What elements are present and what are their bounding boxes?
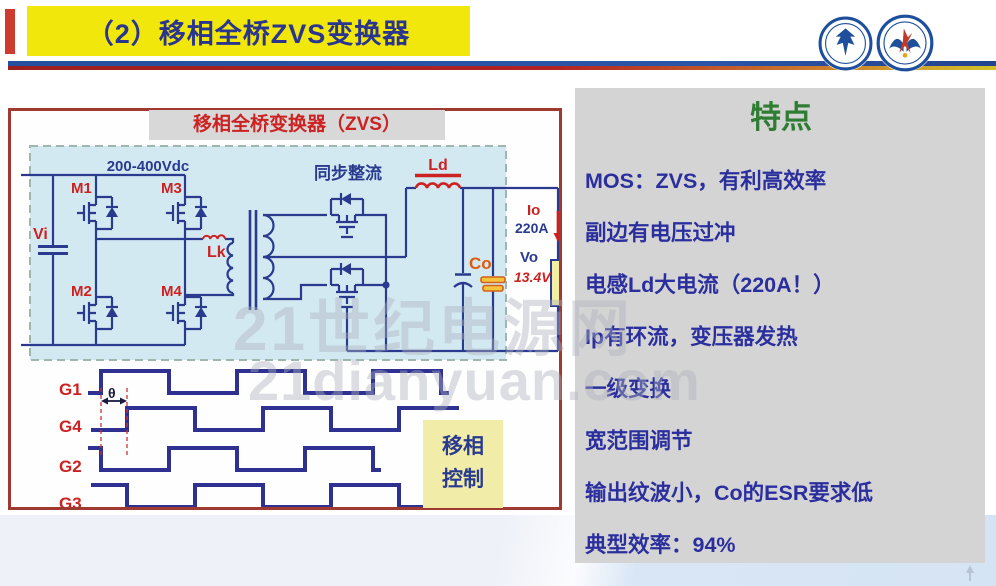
primary-bridge-wires	[21, 173, 235, 347]
vo-label: Vo	[520, 249, 538, 266]
g1-waveform	[88, 369, 449, 395]
load-resistor	[550, 259, 559, 307]
g3-waveform	[91, 483, 423, 507]
co-label: Co	[469, 254, 492, 273]
g3-label: G3	[59, 494, 82, 507]
feature-item: Ip有环流，变压器发热	[585, 325, 798, 349]
feature-item: 副边有电压过冲	[585, 221, 736, 245]
feature-item: 电感Ld大电流（220A！）	[585, 273, 835, 297]
junction-dot	[382, 281, 390, 289]
vi-label: Vi	[33, 226, 48, 243]
feature-item: 宽范围调节	[585, 429, 693, 453]
m4-label: M4	[161, 283, 182, 300]
io-value-label: 220A	[515, 220, 548, 236]
m3-label: M3	[161, 180, 182, 197]
io-current-arrow	[553, 211, 559, 242]
secondary-wires	[263, 188, 558, 353]
g2-label: G2	[59, 457, 82, 476]
theta-label: θ	[108, 385, 116, 401]
phase-control-line1: 移相	[442, 435, 484, 459]
g2-waveform	[88, 446, 381, 472]
circuit-panel: 移相全桥变换器（ZVS）	[8, 108, 562, 510]
lk-inductor	[202, 234, 226, 240]
sync-rect-label: 同步整流	[314, 163, 382, 183]
ld-label: Ld	[428, 157, 448, 174]
feature-item: 典型效率：94%	[585, 533, 736, 557]
vo-value-label: 13.4V	[514, 269, 552, 285]
feature-item: 输出纹波小，Co的ESR要求低	[585, 481, 873, 505]
circuit-panel-title: 移相全桥变换器（ZVS）	[149, 110, 445, 140]
slide-title-banner: （2）移相全桥ZVS变换器	[27, 6, 470, 56]
ld-inductor	[414, 182, 462, 189]
features-panel: 特点 MOS：ZVS，有利高效率 副边有电压过冲 电感Ld大电流（220A！） …	[575, 88, 985, 563]
divider-blue-line	[8, 61, 996, 66]
gate-waveforms	[88, 369, 459, 507]
divider-red-line	[8, 66, 996, 70]
lk-label: Lk	[207, 244, 226, 261]
g4-waveform	[91, 406, 459, 432]
g1-label: G1	[59, 380, 82, 399]
circuit-diagram: 200-400Vdc Vi M1 M3 M2 M4 Lk 同步整流 Ld Co …	[21, 145, 559, 507]
red-accent-bar	[5, 9, 15, 54]
m1-label: M1	[71, 180, 92, 197]
slide-title: （2）移相全桥ZVS变换器	[86, 18, 411, 49]
input-voltage-label: 200-400Vdc	[107, 158, 190, 175]
phase-shift-annotation: θ	[100, 385, 128, 455]
features-list: MOS：ZVS，有利高效率 副边有电压过冲 电感Ld大电流（220A！） Ip有…	[585, 166, 977, 560]
phase-control-box: 移相 控制	[423, 420, 503, 508]
features-title: 特点	[750, 100, 812, 135]
institute-logo-icon	[876, 14, 934, 72]
cursor-arrow-icon	[960, 563, 980, 586]
co-capacitor	[480, 276, 506, 292]
header-divider	[8, 61, 996, 70]
university-logo-icon	[818, 16, 873, 71]
shaded-circuit-region	[29, 145, 507, 361]
phase-control-line2: 控制	[442, 468, 484, 491]
io-label: Io	[527, 202, 540, 219]
feature-item: 一级变换	[585, 377, 672, 401]
g4-label: G4	[59, 417, 82, 436]
feature-item: MOS：ZVS，有利高效率	[585, 169, 827, 193]
m2-label: M2	[71, 283, 92, 300]
